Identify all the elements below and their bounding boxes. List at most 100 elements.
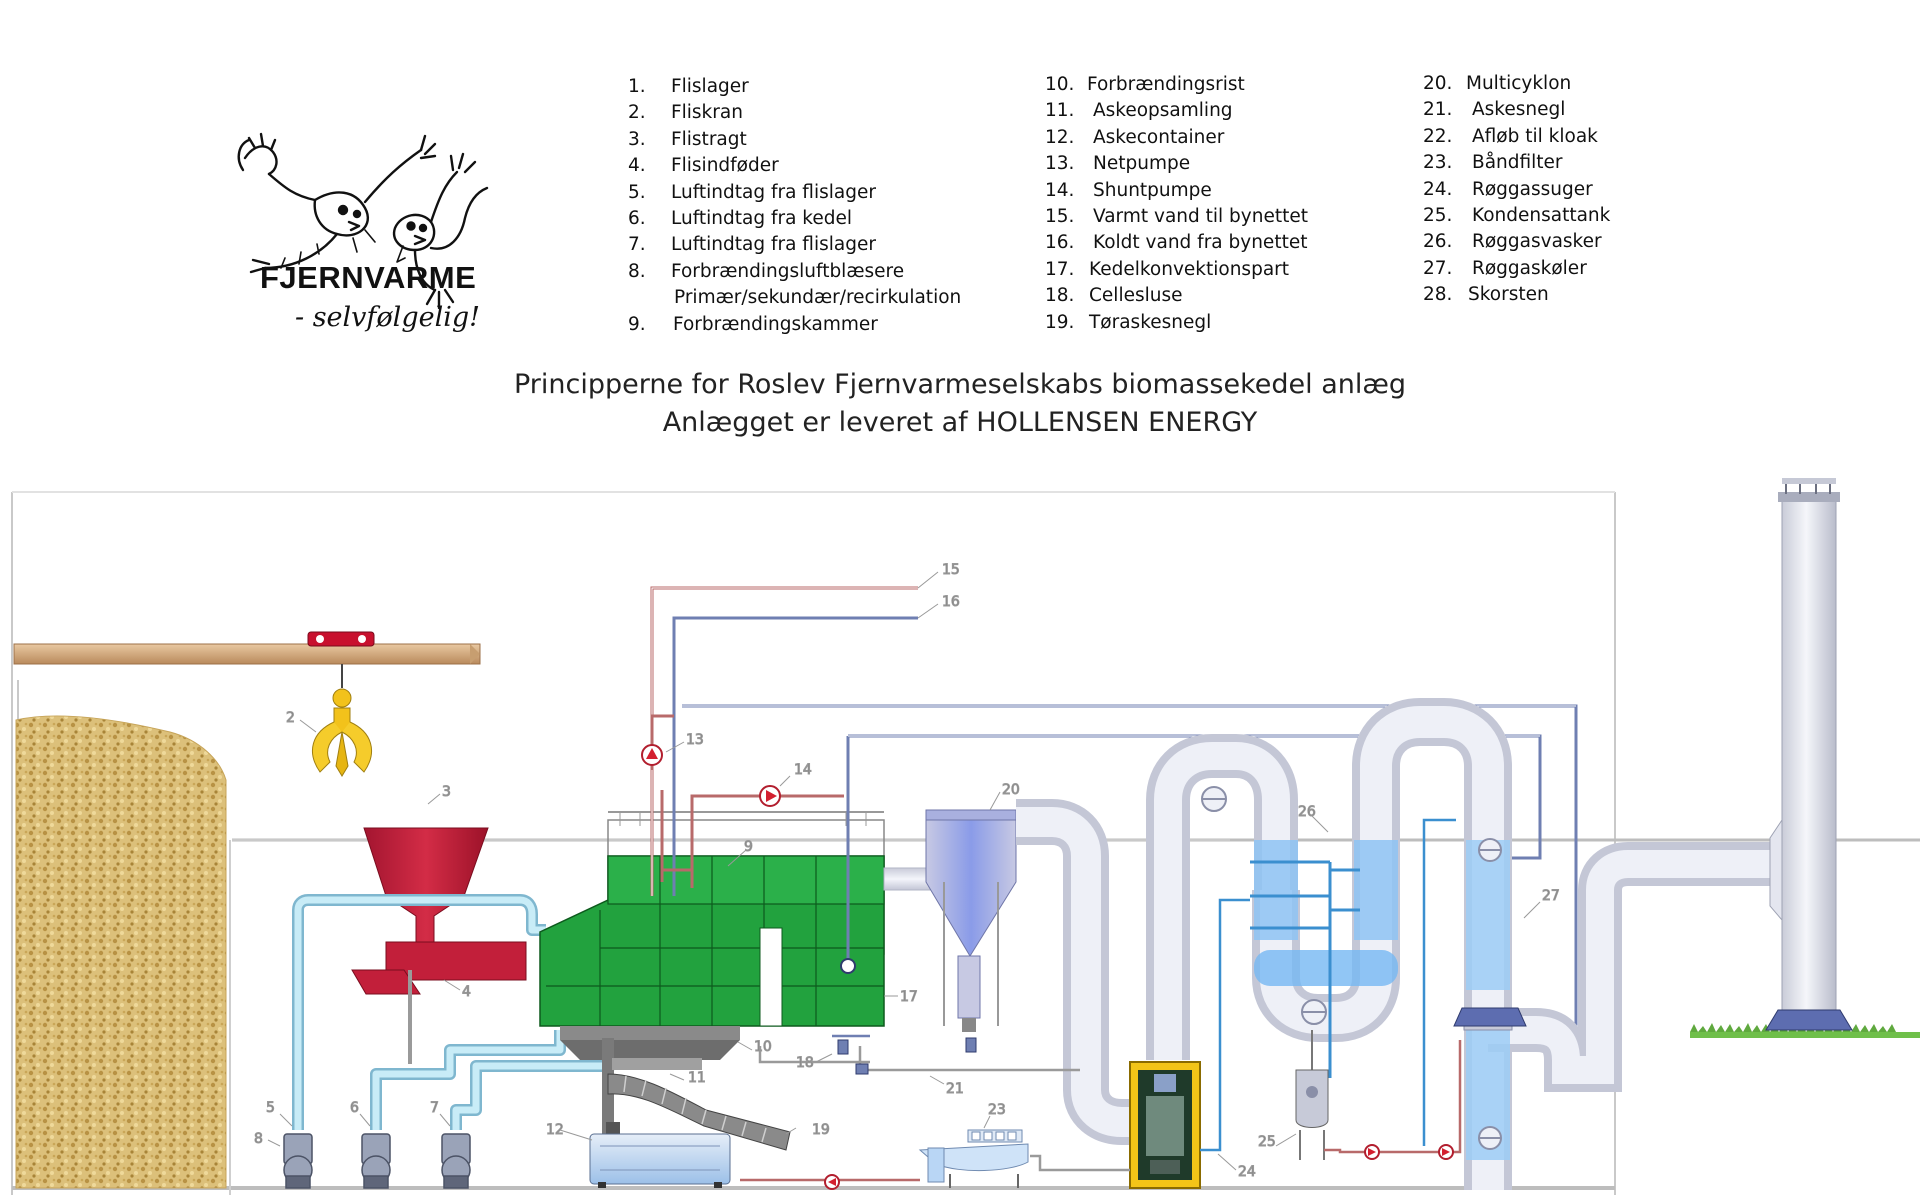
legend-number: 3. <box>628 128 646 150</box>
legend-item: 1.Flislager <box>628 74 961 100</box>
rotary-valves <box>837 1037 977 1075</box>
legend-number: 28. <box>1423 284 1453 306</box>
legend-label: Flistragt <box>671 128 747 150</box>
legend-number: 15. <box>1045 206 1075 228</box>
legend-column-3: 20. Multicyklon 21. Askesnegl 22.Afløb til… <box>1423 71 1610 309</box>
multicyclone <box>925 809 1017 1032</box>
legend-number: 21. <box>1423 99 1453 121</box>
legend-number: 26. <box>1423 231 1453 253</box>
callout-20: 20 <box>1002 782 1020 798</box>
legend-number: 11. <box>1045 100 1075 122</box>
callout-19: 19 <box>812 1122 830 1138</box>
legend-item: Primær/sekundær/recirkulation <box>628 285 961 311</box>
legend-number: 20. <box>1423 73 1453 94</box>
legend-number: 2. <box>628 102 646 124</box>
legend-item: 5. Luftindtag fra flislager <box>628 180 961 206</box>
legend-item: 10. Forbrændingsrist <box>1045 72 1308 98</box>
legend-label: Afløb til kloak <box>1472 125 1598 147</box>
shunt-pump <box>759 785 781 807</box>
net-pump <box>641 744 663 766</box>
legend-number: 24. <box>1423 178 1453 200</box>
legend-label: Koldt vand fra bynettet <box>1093 232 1308 254</box>
flue-duct-boiler <box>883 867 931 891</box>
logo-subtitle: - selvfølgelig! <box>295 302 480 333</box>
callout-21: 21 <box>946 1081 964 1097</box>
legend-number: 6. <box>628 208 646 230</box>
legend-column-1: 1.Flislager 2. Fliskran 3. Flistragt 4.Fli… <box>628 74 961 338</box>
chip-hopper <box>351 827 527 1064</box>
legend-label: Forbrændingsrist <box>1087 74 1245 95</box>
legend-item: 11. Askeopsamling <box>1045 98 1308 124</box>
flue-gas-scrubber <box>1201 786 1398 1078</box>
legend-number: 18. <box>1045 285 1075 307</box>
legend-label: Primær/sekundær/recirkulation <box>674 287 962 309</box>
legend-number: 17. <box>1045 258 1075 280</box>
legend-label: Netpumpe <box>1093 153 1191 175</box>
legend-number: 4. <box>628 155 646 177</box>
crane-grab <box>312 664 372 777</box>
combustion-air-blowers <box>283 1133 471 1189</box>
legend-label: Luftindtag fra flislager <box>671 234 876 256</box>
legend-number: 14. <box>1045 179 1075 201</box>
legend-label: Shuntpumpe <box>1093 179 1212 201</box>
callout-4: 4 <box>462 984 471 1000</box>
legend-label: Multicyklon <box>1466 73 1572 94</box>
callout-8: 8 <box>254 1131 263 1147</box>
legend-item: 27.Røggaskøler <box>1423 256 1610 282</box>
legend-item: 9.Forbrændingskammer <box>628 312 961 338</box>
callout-27: 27 <box>1542 888 1560 904</box>
legend-number: 23. <box>1423 152 1453 174</box>
callout-7: 7 <box>430 1100 439 1116</box>
legend-item: 3. Flistragt <box>628 127 961 153</box>
crane-beam <box>13 631 481 665</box>
legend-label: Fliskran <box>671 102 743 124</box>
ash-collection <box>560 1038 791 1151</box>
condensate-tank <box>1295 1030 1329 1160</box>
legend-item: 4.Flisindføder <box>628 153 961 179</box>
legend-number: 27. <box>1423 257 1453 279</box>
logo-birds-icon <box>237 132 489 310</box>
callout-25: 25 <box>1258 1134 1276 1150</box>
legend-number: 25. <box>1423 205 1453 227</box>
legend-label: Askeopsamling <box>1093 100 1233 122</box>
legend-label: Cellesluse <box>1089 285 1183 307</box>
title-line-1: Principperne for Roslev Fjernvarmeselska… <box>513 369 1407 400</box>
flue-gas-ducts <box>1016 698 1780 1190</box>
legend-item: 28.Skorsten <box>1423 282 1610 308</box>
callout-12: 12 <box>546 1122 564 1138</box>
legend-column-2: 10. Forbrændingsrist 11. Askeopsamling 12.… <box>1045 72 1308 336</box>
callout-26: 26 <box>1298 804 1316 820</box>
legend-item: 7.Luftindtag fra flislager <box>628 232 961 258</box>
legend-item: 13.Netpumpe <box>1045 151 1308 177</box>
legend-label: Kedelkonvektionspart <box>1089 258 1290 280</box>
diagram-title: Principperne for Roslev Fjernvarmeselska… <box>480 366 1440 442</box>
blower <box>361 1133 391 1189</box>
plant-diagram: 2 3 4 5 6 7 8 9 10 11 12 13 14 15 16 17 … <box>11 478 1920 1195</box>
legend-label: Tøraskesnegl <box>1089 311 1212 333</box>
legend-label: Luftindtag fra flislager <box>671 181 876 203</box>
legend-number: 5. <box>628 181 646 203</box>
legend-number: 8. <box>628 260 646 282</box>
legend-number: 1. <box>628 76 646 97</box>
legend-item: 24.Røggassuger <box>1423 177 1610 203</box>
callout-17: 17 <box>900 989 918 1005</box>
legend-item: 12.Askecontainer <box>1045 125 1308 151</box>
legend-label: Askesnegl <box>1472 99 1566 121</box>
legend-number: 10. <box>1045 74 1075 95</box>
legend-label: Luftindtag fra kedel <box>671 208 853 230</box>
callout-15: 15 <box>942 562 960 578</box>
legend-label: Varmt vand til bynettet <box>1093 206 1308 228</box>
legend-number <box>628 285 674 311</box>
belt-filter <box>918 1129 1029 1188</box>
callout-24: 24 <box>1238 1164 1256 1180</box>
wood-chip-storage <box>15 715 227 1189</box>
legend-item: 18. Cellesluse <box>1045 283 1308 309</box>
callout-18: 18 <box>796 1055 814 1071</box>
title-line-2: Anlægget er leveret af HOLLENSEN ENERGY <box>662 407 1258 438</box>
legend-item: 25.Kondensattank <box>1423 203 1610 229</box>
legend-item: 22.Afløb til kloak <box>1423 124 1610 150</box>
legend-item: 14. Shuntpumpe <box>1045 178 1308 204</box>
legend-item: 17. Kedelkonvektionspart <box>1045 257 1308 283</box>
legend-number: 16. <box>1045 232 1075 254</box>
callout-23: 23 <box>988 1102 1006 1118</box>
